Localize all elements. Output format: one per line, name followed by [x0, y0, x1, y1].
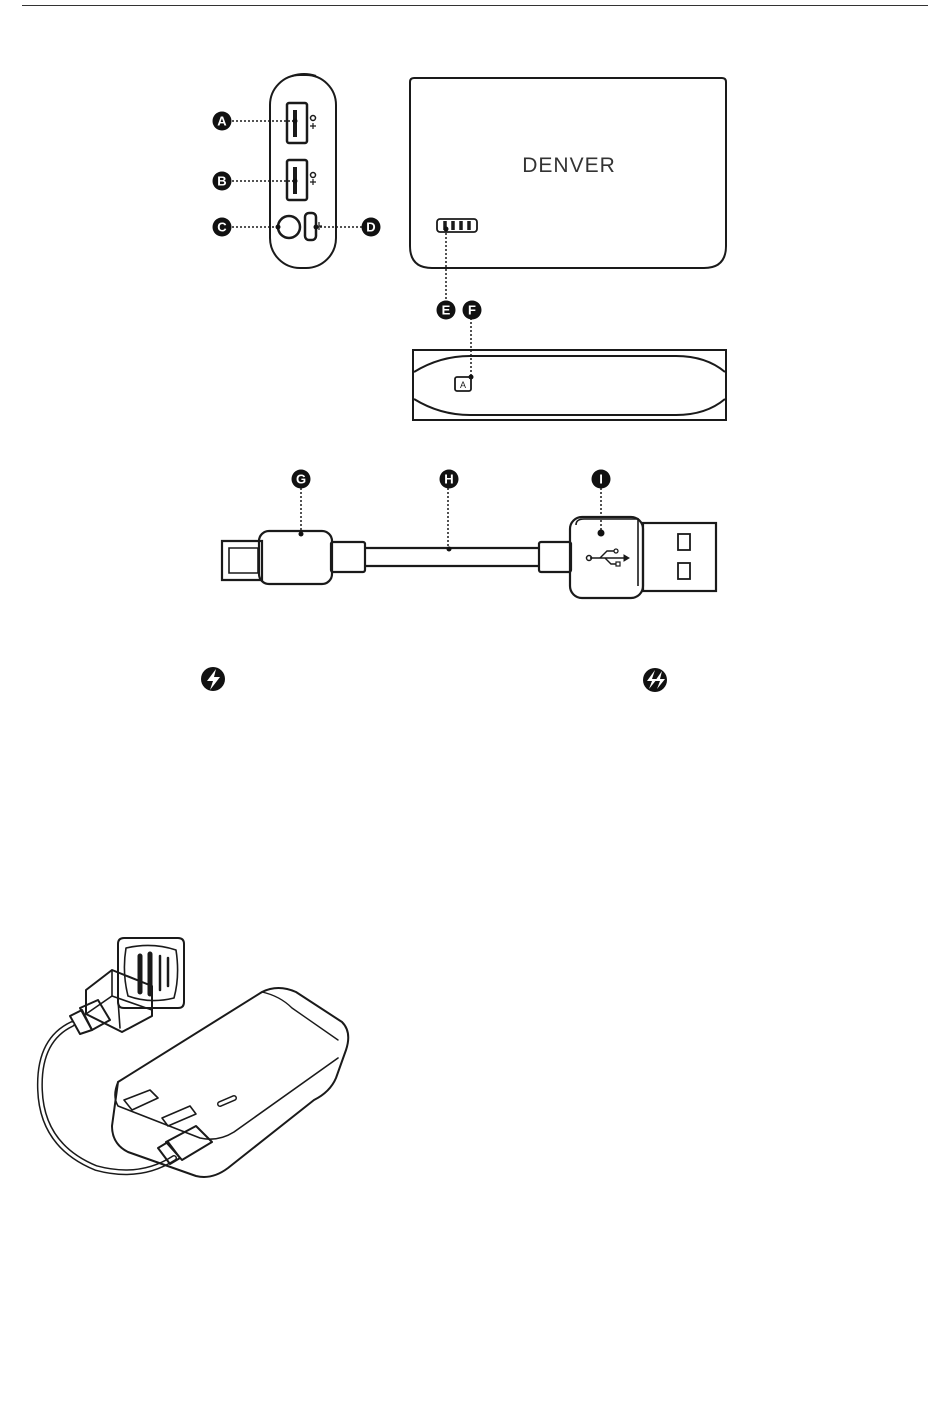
svg-text:A: A: [217, 114, 227, 129]
badge-g: G: [292, 470, 311, 489]
svg-text:H: H: [444, 472, 453, 487]
leader-lines-cable: [301, 488, 601, 549]
svg-text:G: G: [296, 472, 306, 487]
badge-i: I: [592, 470, 611, 489]
svg-text:I: I: [599, 472, 603, 487]
power-bank-top-view: [270, 74, 336, 268]
svg-text:F: F: [468, 303, 476, 318]
svg-text:E: E: [442, 303, 451, 318]
badge-d: D: [362, 218, 381, 237]
svg-text:A: A: [460, 380, 466, 390]
svg-text:C: C: [217, 220, 227, 235]
badge-c: C: [213, 218, 232, 237]
svg-text:B: B: [217, 174, 226, 189]
badge-f: F: [463, 301, 482, 320]
double-lightning-bolt-icon: [643, 668, 667, 692]
usb-cable: [222, 517, 716, 598]
lightning-bolt-icon: [201, 667, 225, 691]
badge-a: A: [213, 112, 232, 131]
badge-e: E: [437, 301, 456, 320]
charging-illustration: [40, 938, 348, 1177]
badge-b: B: [213, 172, 232, 191]
badge-h: H: [440, 470, 459, 489]
power-bank-side-view: A: [413, 350, 726, 420]
svg-text:D: D: [366, 220, 375, 235]
brand-logo: DENVER: [522, 154, 616, 177]
